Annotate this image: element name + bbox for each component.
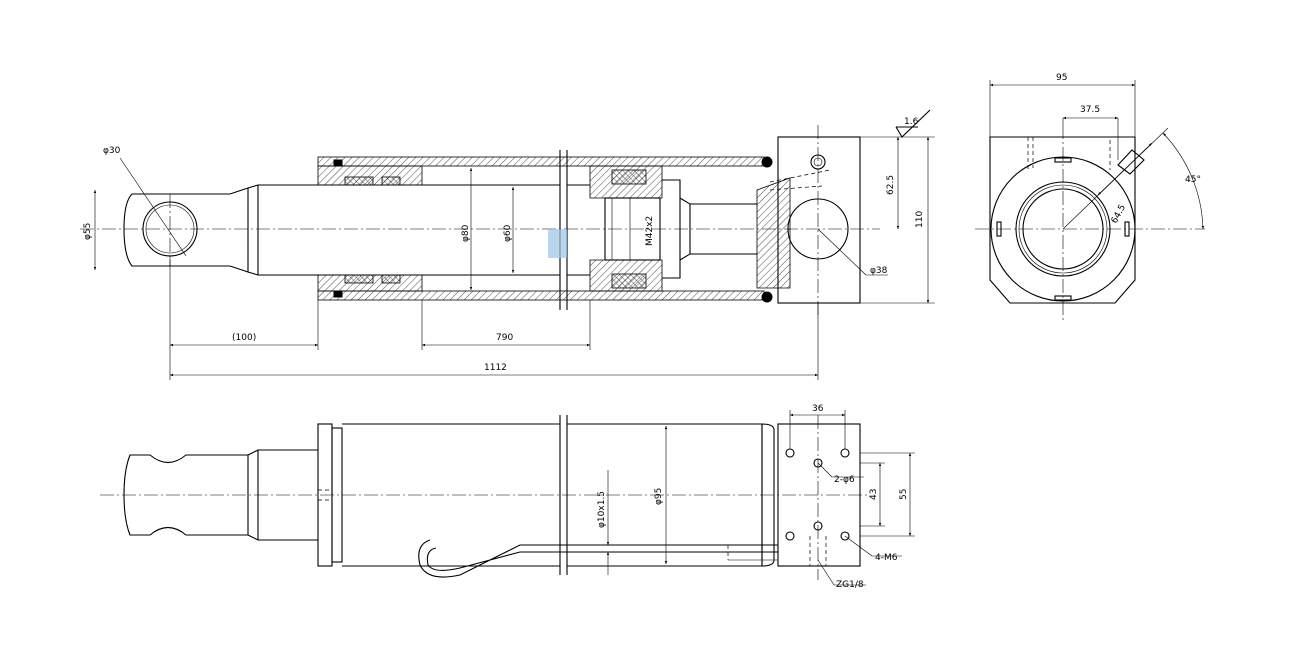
dim-bore: φ80 <box>461 224 471 242</box>
dim-port-thread: ZG1/8 <box>836 580 864 590</box>
dim-width: 95 <box>1056 73 1067 83</box>
roughness-symbol: 1.6 <box>895 109 931 138</box>
dim-offset: 37.5 <box>1080 105 1100 115</box>
side-end-view: 95 37.5 64.5 45° <box>975 73 1205 320</box>
dim-thread-holes: 4-M6 <box>875 553 898 563</box>
plan-port-block <box>777 423 861 567</box>
piston-nut <box>662 179 691 279</box>
end-cap <box>756 177 791 289</box>
dim-rod-end: φ55 <box>83 223 93 240</box>
end-view-tube <box>990 156 1136 302</box>
dim-port-height: 62.5 <box>886 175 896 195</box>
rod-seal-top <box>344 176 374 186</box>
piston-seal-top <box>611 169 647 185</box>
rod-end-eye <box>123 187 249 273</box>
hole-center-top <box>813 458 823 468</box>
hole-top-right <box>840 448 850 458</box>
dim-port-hole: φ38 <box>870 266 888 276</box>
plan-tube <box>342 423 762 567</box>
piston-seal-bottom <box>611 273 647 289</box>
selection-highlight <box>548 229 567 258</box>
hole-top-left <box>785 448 795 458</box>
cylinder-tube-top-wall <box>317 156 765 167</box>
dim-roughness: 1.6 <box>904 117 919 127</box>
dim-angle: 45° <box>1185 175 1201 185</box>
cylinder-tube-bottom-wall <box>317 290 765 301</box>
dim-tube-dia: φ95 <box>654 488 664 505</box>
dim-stroke: 790 <box>496 333 513 343</box>
end-view-port <box>1117 149 1145 175</box>
hole-bottom-right <box>840 531 850 541</box>
dim-thread: M42x2 <box>645 216 655 246</box>
plan-view: 36 2-φ6 43 55 φ95 φ10x1.5 4-M6 ZG1/8 <box>100 404 915 590</box>
hole-bottom-left <box>785 531 795 541</box>
port-block <box>777 136 861 304</box>
piston-thread <box>604 197 661 261</box>
dim-pin-dia: φ30 <box>103 146 121 156</box>
hole-center-bottom <box>813 521 823 531</box>
oil-pipe <box>418 539 778 578</box>
plan-rod-eye <box>123 454 249 536</box>
dim-vertical-55: 55 <box>899 489 909 500</box>
dim-pipe: φ10x1.5 <box>597 491 607 528</box>
dim-total: 1112 <box>484 363 507 373</box>
dim-holes-small: 2-φ6 <box>834 475 855 485</box>
dim-block-height: 110 <box>915 211 925 228</box>
dim-vertical-43: 43 <box>869 489 879 500</box>
dim-rod: φ60 <box>503 224 513 242</box>
dim-stroke-ref: (100) <box>232 333 256 343</box>
front-section-view: φ30 φ55 φ80 φ60 M42x2 φ38 1.6 62.5 110 <box>80 109 935 380</box>
rod-seal-bottom <box>344 274 374 284</box>
dim-hole-spacing: 36 <box>812 404 824 414</box>
